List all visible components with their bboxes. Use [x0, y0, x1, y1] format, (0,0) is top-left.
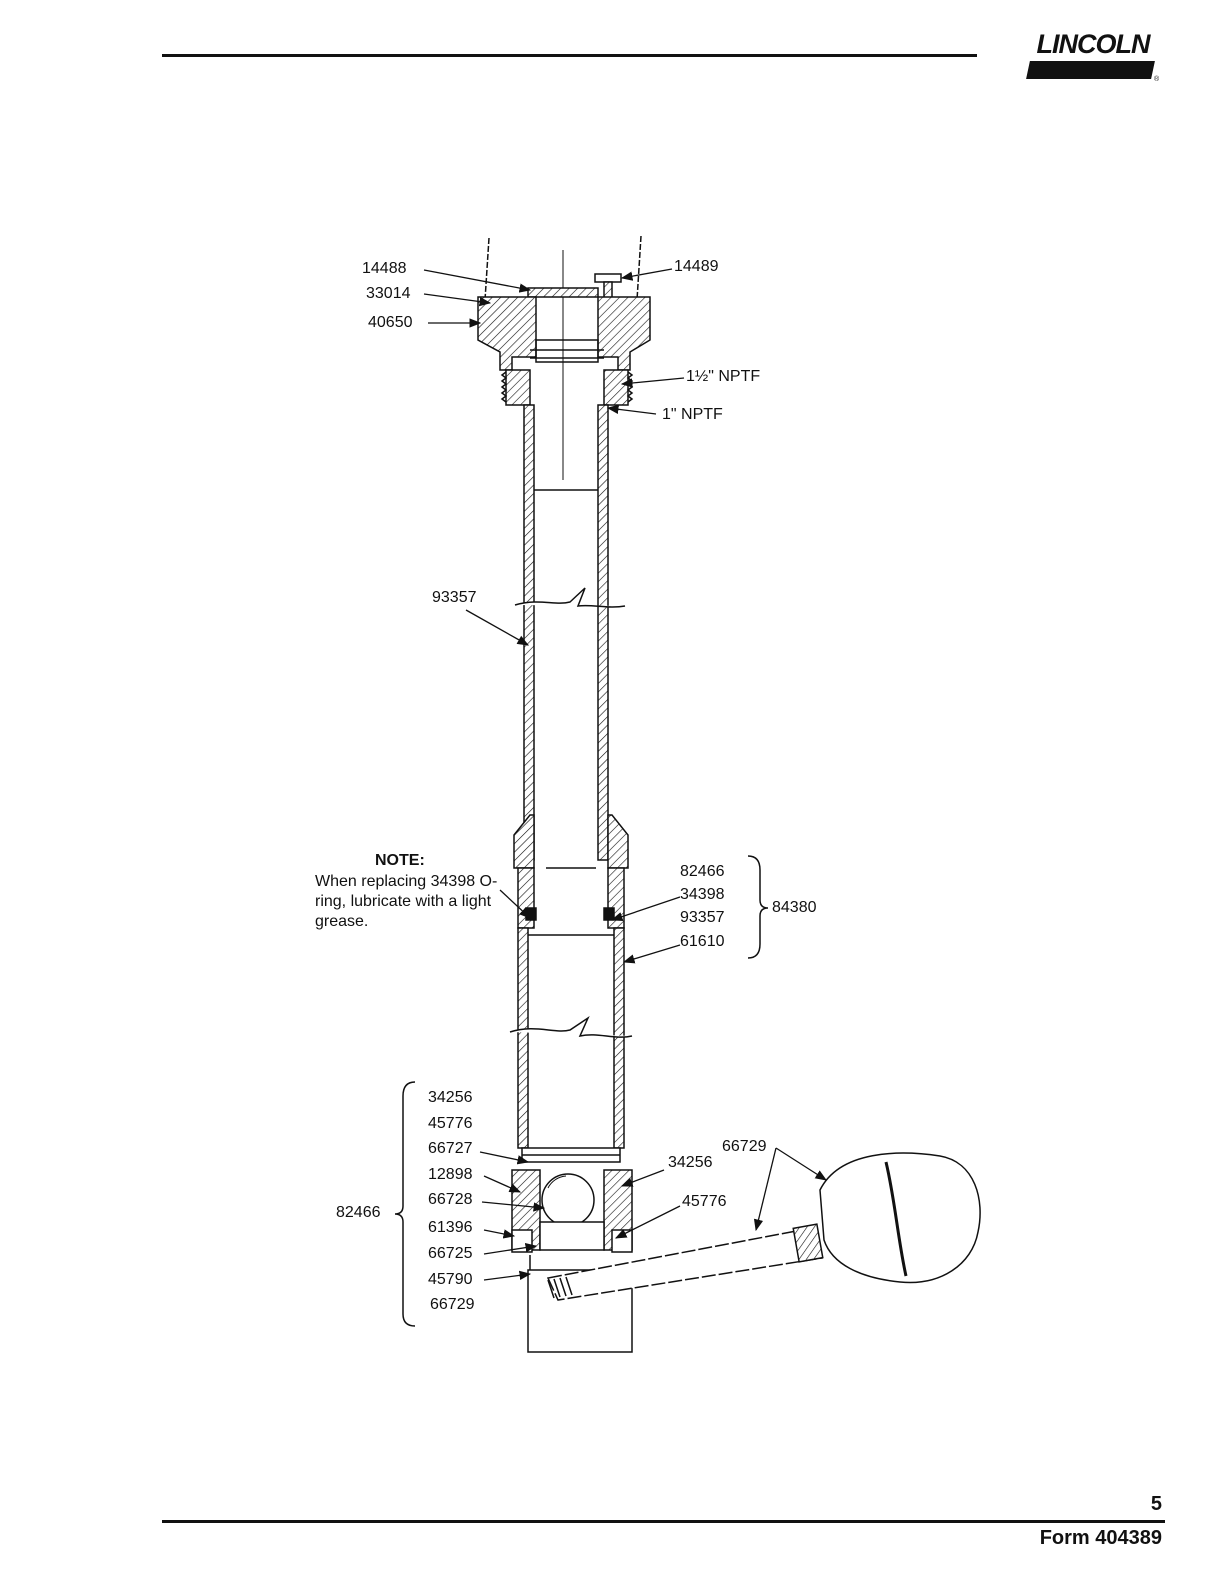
adapter-body-left — [478, 297, 536, 370]
adapter-thread-left — [506, 370, 530, 405]
left-support-line — [485, 238, 489, 300]
label-34256-left: 34256 — [428, 1089, 473, 1107]
upper-tube-right-wall — [598, 405, 608, 860]
label-45790: 45790 — [428, 1271, 473, 1289]
screw-head — [595, 274, 621, 282]
label-45776-left: 45776 — [428, 1115, 473, 1133]
label-93357-upper: 93357 — [432, 589, 477, 607]
label-14488: 14488 — [362, 260, 407, 278]
check-ball-66728 — [542, 1174, 594, 1226]
brace-84380 — [748, 856, 768, 958]
oring-34398-right — [604, 908, 614, 920]
lower-tube-right-wall — [614, 928, 624, 1148]
float-arm-thread — [793, 1224, 823, 1262]
label-61396: 61396 — [428, 1219, 473, 1237]
adapter-body-right — [598, 297, 650, 370]
coupling-right — [608, 815, 628, 868]
label-12898: 12898 — [428, 1166, 473, 1184]
label-14489: 14489 — [674, 258, 719, 276]
note-title: NOTE: — [375, 852, 425, 870]
label-82466-group: 82466 — [336, 1204, 381, 1222]
label-82466-coupling: 82466 — [680, 863, 725, 881]
cover-plate — [528, 288, 598, 297]
label-thread-1-5-nptf: 1½" NPTF — [686, 368, 760, 386]
brace-82466 — [395, 1082, 415, 1326]
label-45776-right: 45776 — [682, 1193, 727, 1211]
label-66729-right: 66729 — [722, 1138, 767, 1156]
oring-34398-left — [526, 908, 536, 920]
label-66727: 66727 — [428, 1140, 473, 1158]
label-33014: 33014 — [366, 285, 411, 303]
gasket-45776-right — [612, 1230, 632, 1252]
adapter-thread-right — [604, 370, 628, 405]
label-34256-right: 34256 — [668, 1154, 713, 1172]
label-66725: 66725 — [428, 1245, 473, 1263]
float-ball — [820, 1153, 980, 1282]
label-40650: 40650 — [368, 314, 413, 332]
ball-seat — [540, 1222, 604, 1250]
right-support-line — [637, 236, 641, 300]
label-61610: 61610 — [680, 933, 725, 951]
coupling-left — [514, 815, 534, 868]
label-34398: 34398 — [680, 886, 725, 904]
label-66729-left: 66729 — [430, 1296, 475, 1314]
upper-tube-left-wall — [524, 405, 534, 860]
label-93357-mid: 93357 — [680, 909, 725, 927]
label-84380-group: 84380 — [772, 899, 817, 917]
label-66728: 66728 — [428, 1191, 473, 1209]
note-body: When replacing 34398 O-ring, lubricate w… — [315, 872, 503, 932]
label-thread-1-nptf: 1" NPTF — [662, 406, 723, 424]
lower-tube-left-wall — [518, 928, 528, 1148]
